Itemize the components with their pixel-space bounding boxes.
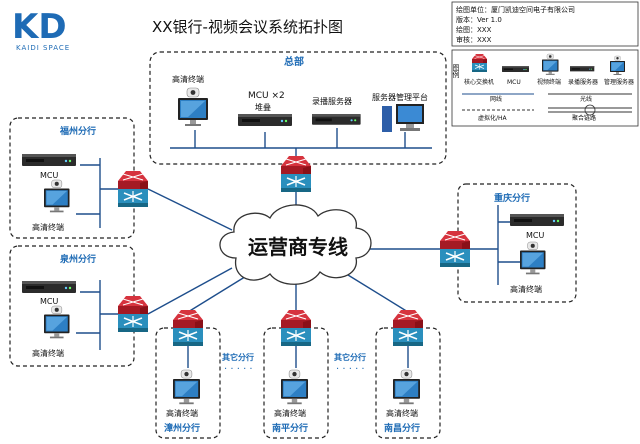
chongqing-mcu-icon [510,214,564,226]
quanzhou-box [9,245,135,367]
branch-zhangzhou: 高清终端 漳州分行 [164,309,204,434]
fuzhou-mcu-label: MCU [40,171,58,180]
quanzhou-switch-icon [117,295,149,333]
branch-nanchang: 高清终端 南昌分行 [384,309,424,434]
branch-fuzhou: 福州分行 MCU 高清终端 [22,125,149,232]
nanping-switch-icon [280,309,312,347]
hq-mgmt-label: 服务器管理平台 [372,92,428,102]
info-line-3: 绘图：XXX [456,25,492,34]
fuzhou-name: 福州分行 [59,125,96,137]
quanzhou-name: 泉州分行 [59,253,96,265]
quanzhou-mcu-icon [22,281,76,293]
hq-mgmt-icon [382,104,424,132]
legend-item-recorder: 录播服务器 [568,78,598,86]
legend: 图例 核心交换机 MCU 视频终端 录播服务器 管理服务器 网线 光线 虚拟化/… [451,49,639,127]
cloud-label: 运营商专线 [248,235,348,259]
hq-mcu-label: MCU ×2 [248,91,285,101]
hq-mcu-icon [238,114,292,126]
hq-terminal-icon [177,87,209,127]
nanping-terminal-icon [280,369,309,405]
legend-switch-icon [471,53,488,73]
hq-group: 总部 高清终端 MCU ×2 堆叠 录播服务器 服务器管理平台 [172,55,428,193]
carrier-cloud: 运营商专线 [219,204,372,285]
legend-line-aggregate: 聚合链路 [572,114,596,122]
legend-heading: 图例 [452,64,460,79]
legend-recorder-icon [570,66,595,72]
legend-mcu-icon [502,66,529,72]
other-branches-dots-1: · · · · · [224,364,253,375]
fuzhou-mcu-icon [22,154,76,166]
zhangzhou-name: 漳州分行 [164,422,200,434]
other-branches-label-2: 其它分行 [334,352,366,362]
nanping-name: 南平分行 [272,422,308,434]
info-line-1: 绘图单位：厦门凯迪空间电子有限公司 [456,5,575,14]
info-panel: 绘图单位：厦门凯迪空间电子有限公司 版本：Ver 1.0 绘图：XXX 审核：X… [451,1,639,47]
chongqing-mcu-label: MCU [526,231,544,240]
legend-item-mcu: MCU [507,79,521,86]
chongqing-name: 重庆分行 [494,192,530,204]
hq-mcu-sub: 堆叠 [255,102,271,112]
legend-line-ha: 虚拟化/HA [478,114,508,122]
page-title: XX银行-视频会议系统拓扑图 [152,18,343,36]
fuzhou-box [9,117,135,239]
nanchang-terminal-label: 高清终端 [386,408,418,418]
nanchang-terminal-icon [392,369,421,405]
branch-quanzhou: 泉州分行 MCU 高清终端 [22,253,149,358]
info-line-4: 审核：XXX [456,35,492,44]
hq-core-switch-icon [280,155,312,193]
legend-item-server: 管理服务器 [604,78,634,86]
logo-subtitle: KAIDI SPACE [16,44,70,52]
nanping-terminal-label: 高清终端 [274,408,306,418]
nanchang-switch-icon [392,309,424,347]
legend-line-cable: 网线 [490,95,502,103]
other-branches-label-1: 其它分行 [222,352,254,362]
legend-line-fiber: 光线 [580,95,592,103]
fuzhou-terminal-icon [43,179,70,213]
hq-label: 总部 [284,55,304,68]
chongqing-terminal-label: 高清终端 [510,284,542,294]
hq-terminal-label: 高清终端 [172,74,204,84]
other-branches-dots-2: · · · · · [336,364,365,375]
logo-letters: KD [12,7,67,47]
zhangzhou-terminal-label: 高清终端 [166,408,198,418]
logo: KD KAIDI SPACE [12,7,70,52]
hq-recorder-label: 录播服务器 [312,96,352,106]
info-line-2: 版本：Ver 1.0 [456,15,502,24]
quanzhou-terminal-label: 高清终端 [32,348,64,358]
fuzhou-terminal-label: 高清终端 [32,222,64,232]
legend-item-switch: 核心交换机 [464,78,494,86]
branch-chongqing: 重庆分行 MCU 高清终端 [439,192,564,294]
legend-item-terminal: 视频终端 [537,78,561,86]
quanzhou-terminal-icon [43,305,70,339]
zhangzhou-terminal-icon [172,369,201,405]
zhangzhou-switch-icon [172,309,204,347]
nanchang-name: 南昌分行 [384,422,420,434]
hq-recorder-icon [312,114,361,125]
other-branches: 其它分行 · · · · · 其它分行 · · · · · [222,352,366,375]
quanzhou-mcu-label: MCU [40,297,58,306]
links [76,128,520,368]
fuzhou-switch-icon [117,170,149,208]
chongqing-terminal-icon [519,241,546,275]
chongqing-switch-icon [439,230,471,268]
branch-nanping: 高清终端 南平分行 [272,309,312,434]
hq-box [149,51,447,165]
